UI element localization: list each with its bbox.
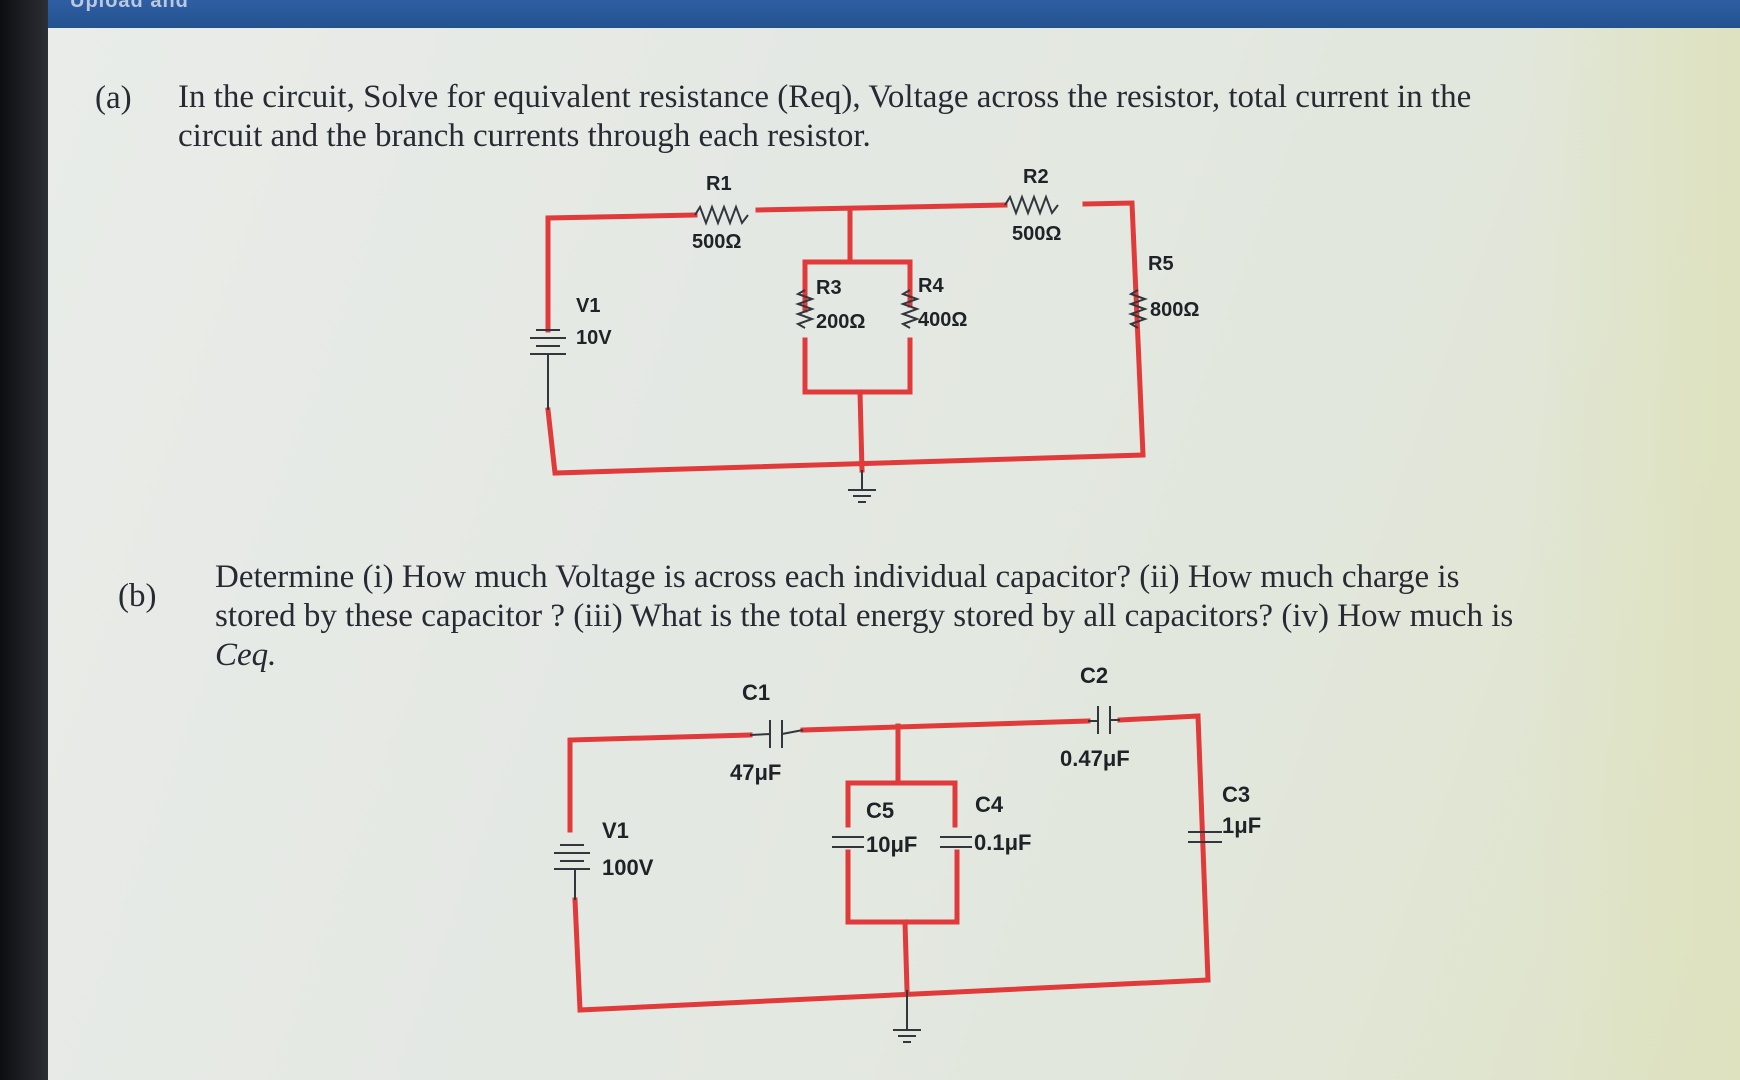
question-page: [48, 28, 1740, 1080]
v1-a-value: 10V: [576, 327, 612, 349]
r4-value: 400Ω: [918, 309, 967, 331]
resistor-icon-r4: [900, 289, 920, 329]
capacitor-icon-c3: [1188, 831, 1222, 843]
capacitor-icon-c5: [832, 836, 864, 848]
r2-name: R2: [1023, 166, 1049, 188]
c5-value: 10μF: [866, 832, 917, 857]
ceq-term: Ceq.: [215, 637, 277, 673]
r4-name: R4: [918, 275, 944, 297]
circuit-a-wire-top: [545, 200, 1146, 476]
c5-name: C5: [866, 798, 894, 823]
resistor-icon-r2: [1004, 194, 1059, 216]
c3-name: C3: [1222, 782, 1250, 807]
battery-icon-v1-b: [554, 844, 590, 900]
r5-value: 800Ω: [1150, 299, 1199, 321]
r3-value: 200Ω: [816, 311, 865, 333]
circuit-a: V1 10V R1 500Ω R2 500Ω R3 200Ω R4 400Ω R…: [530, 166, 1199, 503]
c1-value: 47μF: [730, 760, 781, 785]
c1-name: C1: [742, 680, 770, 705]
capacitor-icon-c2: [1088, 706, 1120, 734]
capacitor-icon-c4: [940, 836, 972, 848]
ground-icon-a: [848, 470, 876, 503]
r1-name: R1: [706, 173, 732, 195]
part-b-marker: (b): [118, 578, 157, 614]
resistor-icon-r3: [795, 289, 815, 329]
part-b-question-text: Determine (i) How much Voltage is across…: [215, 559, 1514, 634]
v1-a-name: V1: [576, 295, 600, 317]
resistor-icon-r5: [1128, 289, 1148, 329]
c3-value: 1μF: [1222, 813, 1261, 838]
v1-b-value: 100V: [602, 855, 654, 880]
c4-value: 0.1μF: [974, 830, 1031, 855]
circuit-a-branch-node: [802, 206, 913, 473]
battery-icon-v1-a: [530, 329, 566, 410]
screen-bezel: [0, 0, 48, 1080]
part-a-marker: (a): [95, 80, 132, 116]
r5-name: R5: [1148, 253, 1174, 275]
window-title: Upload and: [70, 0, 189, 12]
circuit-b: V1 100V C1 47μF C2 0.47μF C3 1μF C4 0.1μ…: [554, 663, 1261, 1043]
circuit-b-wire-top: [567, 713, 1211, 1013]
window-title-bar: Upload and: [48, 0, 1740, 28]
ground-icon-b: [893, 990, 921, 1043]
v1-b-name: V1: [602, 818, 629, 843]
c4-name: C4: [975, 792, 1004, 817]
capacitor-icon-c1: [749, 720, 804, 748]
r2-value: 500Ω: [1012, 223, 1061, 245]
r3-name: R3: [816, 277, 842, 299]
part-b-question: Determine (i) How much Voltage is across…: [215, 558, 1535, 675]
c2-value: 0.47μF: [1060, 746, 1130, 771]
part-a-question: In the circuit, Solve for equivalent res…: [178, 79, 1472, 154]
r1-value: 500Ω: [692, 231, 741, 253]
c2-name: C2: [1080, 663, 1108, 688]
circuit-b-branch-node: [845, 723, 960, 993]
resistor-icon-r1: [694, 204, 749, 226]
